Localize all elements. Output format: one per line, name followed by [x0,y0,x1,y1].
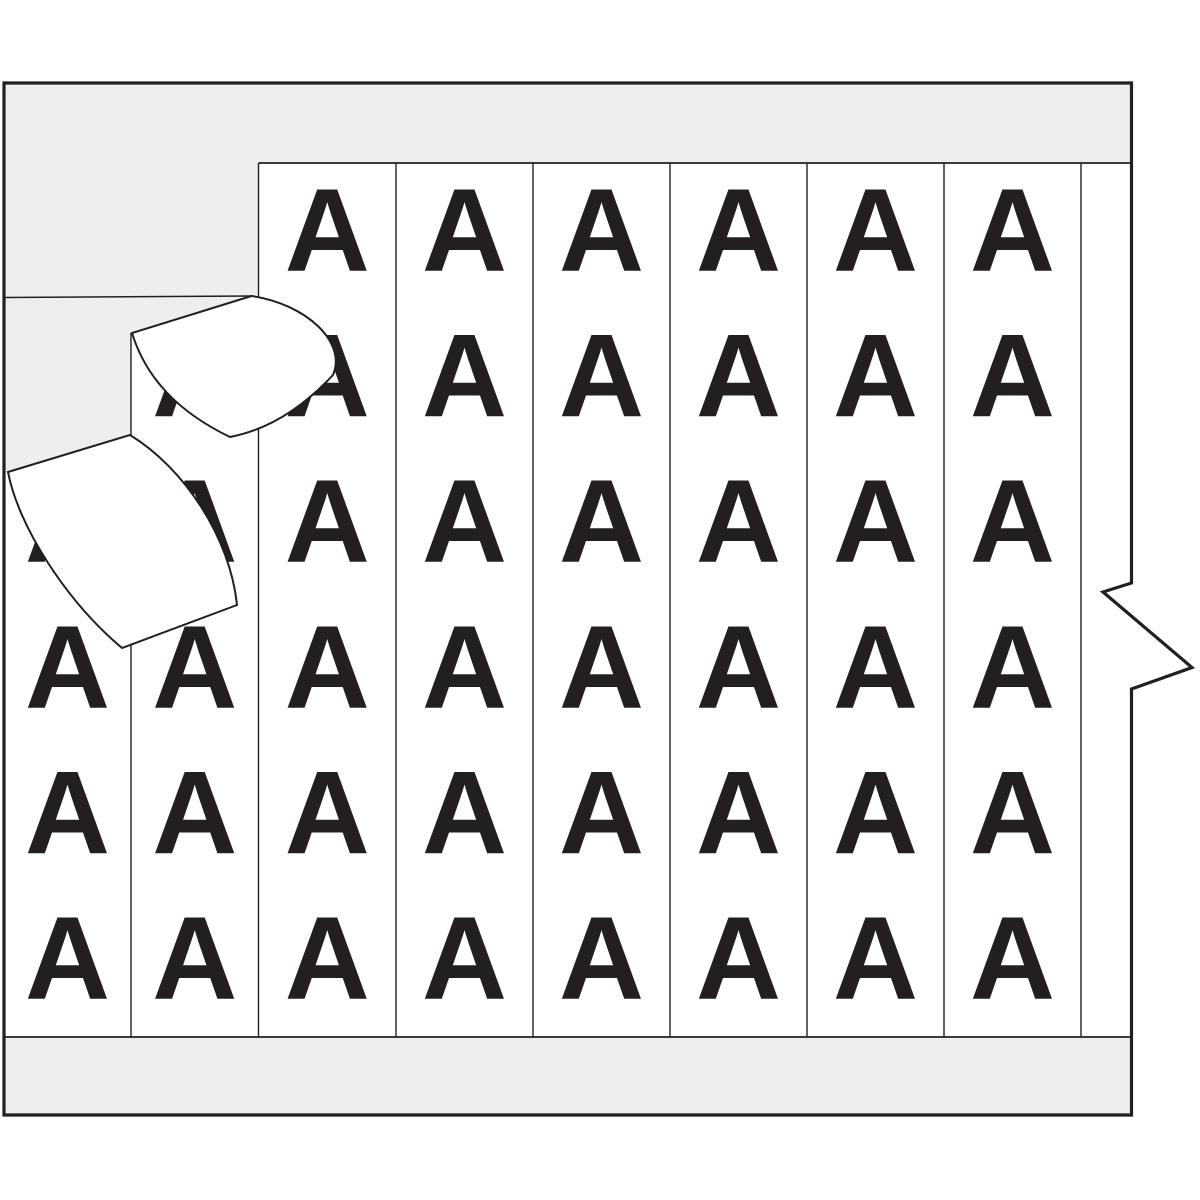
label-letter: A [559,893,644,1025]
label-letter: A [559,601,644,733]
label-letter: A [970,747,1055,879]
label-letter: A [833,893,918,1025]
label-letter: A [833,601,918,733]
label-letter: A [559,747,644,879]
label-letter: A [152,747,237,879]
label-letter: A [422,310,507,442]
label-letter: A [696,893,781,1025]
label-letter: A [970,893,1055,1025]
peeled-label-flap-upper [130,294,337,439]
card-outline-with-page-curl-notch [2,81,1196,1117]
label-letter: A [833,310,918,442]
label-letter: A [696,601,781,733]
label-letter: A [833,747,918,879]
liner-row-line [3,295,252,299]
liner-exposed-area [4,83,1132,473]
label-letter: A [422,164,507,296]
label-letter: A [833,164,918,296]
label-letter: A [970,164,1055,296]
label-letter: A [25,747,110,879]
label-letter: A [25,893,110,1025]
label-strip-dividers [3,162,1130,1038]
label-letter: A [422,456,507,588]
label-letter: A [285,456,370,588]
label-letter: A [696,747,781,879]
label-letter: A [559,164,644,296]
label-letter: A [970,601,1055,733]
label-letter: A [285,164,370,296]
label-letter: A [152,893,237,1025]
label-letter: A [833,456,918,588]
label-letter: A [285,601,370,733]
liner-bottom-band [4,1037,1132,1115]
label-letter: A [422,601,507,733]
label-letter: A [422,893,507,1025]
label-letter: A [970,456,1055,588]
label-letter: A [696,164,781,296]
label-letter: A [285,893,370,1025]
label-letter: A [422,747,507,879]
peeled-label-flap-lower [6,433,239,650]
label-letter: A [559,456,644,588]
label-letter: A [970,310,1055,442]
label-letter: A [559,310,644,442]
label-letter: A [696,310,781,442]
label-letter: A [285,747,370,879]
label-letter: A [696,456,781,588]
label-letters-grid: AAAAAAAAAAAAAAAAAAAAAAAAAAAAAAAAAAAAAAAA… [25,164,1055,1024]
